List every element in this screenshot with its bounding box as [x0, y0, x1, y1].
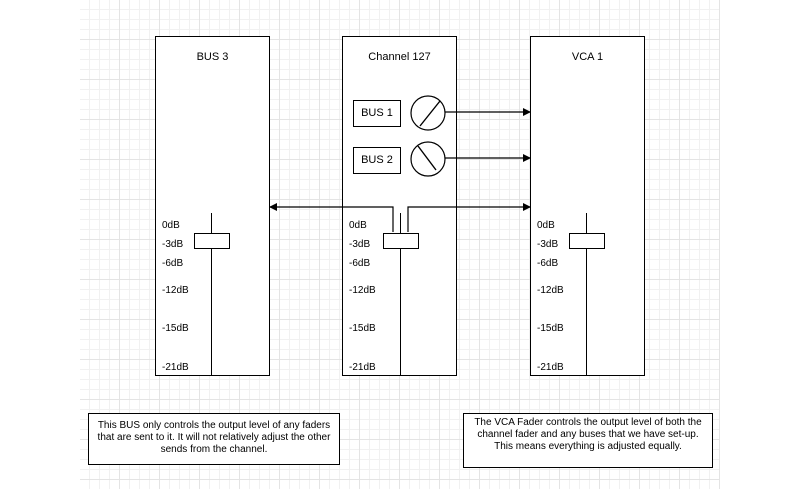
fader-knob[interactable]: [194, 233, 230, 249]
route-to-bus3-wire: [269, 203, 394, 232]
send-bus2-knob[interactable]: [410, 141, 446, 177]
db-label-21: -21dB: [537, 362, 564, 373]
fader-track: [586, 213, 587, 376]
db-label-12: -12dB: [537, 285, 564, 296]
send-bus2-box: BUS 2: [353, 147, 401, 174]
send-bus1-box: BUS 1: [353, 100, 401, 127]
channel-title: Channel 127: [368, 51, 431, 63]
fader-knob[interactable]: [569, 233, 605, 249]
db-label-6: -6dB: [349, 258, 371, 269]
db-label-6: -6dB: [537, 258, 559, 269]
db-label-21: -21dB: [349, 362, 376, 373]
bus-note: This BUS only controls the output level …: [88, 413, 340, 465]
bus3-title: BUS 3: [196, 51, 229, 63]
vca-title: VCA 1: [571, 51, 604, 63]
db-label-0: 0dB: [537, 220, 555, 231]
route-to-vca-wire: [407, 203, 531, 232]
db-label-15: -15dB: [537, 323, 564, 334]
vca-note: The VCA Fader controls the output level …: [463, 413, 713, 468]
db-label-0: 0dB: [162, 220, 180, 231]
db-label-15: -15dB: [349, 323, 376, 334]
channel-panel: Channel 127 BUS 1 BUS 2 0dB -3dB -6dB -1…: [342, 36, 457, 376]
bus3-panel: BUS 3 0dB -3dB -6dB -12dB -15dB -21dB: [155, 36, 270, 376]
db-label-12: -12dB: [162, 285, 189, 296]
fader-track: [211, 213, 212, 376]
db-label-6: -6dB: [162, 258, 184, 269]
db-label-3: -3dB: [162, 239, 184, 250]
db-label-15: -15dB: [162, 323, 189, 334]
db-label-3: -3dB: [537, 239, 559, 250]
db-label-0: 0dB: [349, 220, 367, 231]
fader-knob[interactable]: [383, 233, 419, 249]
db-label-3: -3dB: [349, 239, 371, 250]
db-label-12: -12dB: [349, 285, 376, 296]
fader-track: [400, 213, 401, 376]
send-bus1-knob[interactable]: [410, 95, 446, 131]
db-label-21: -21dB: [162, 362, 189, 373]
